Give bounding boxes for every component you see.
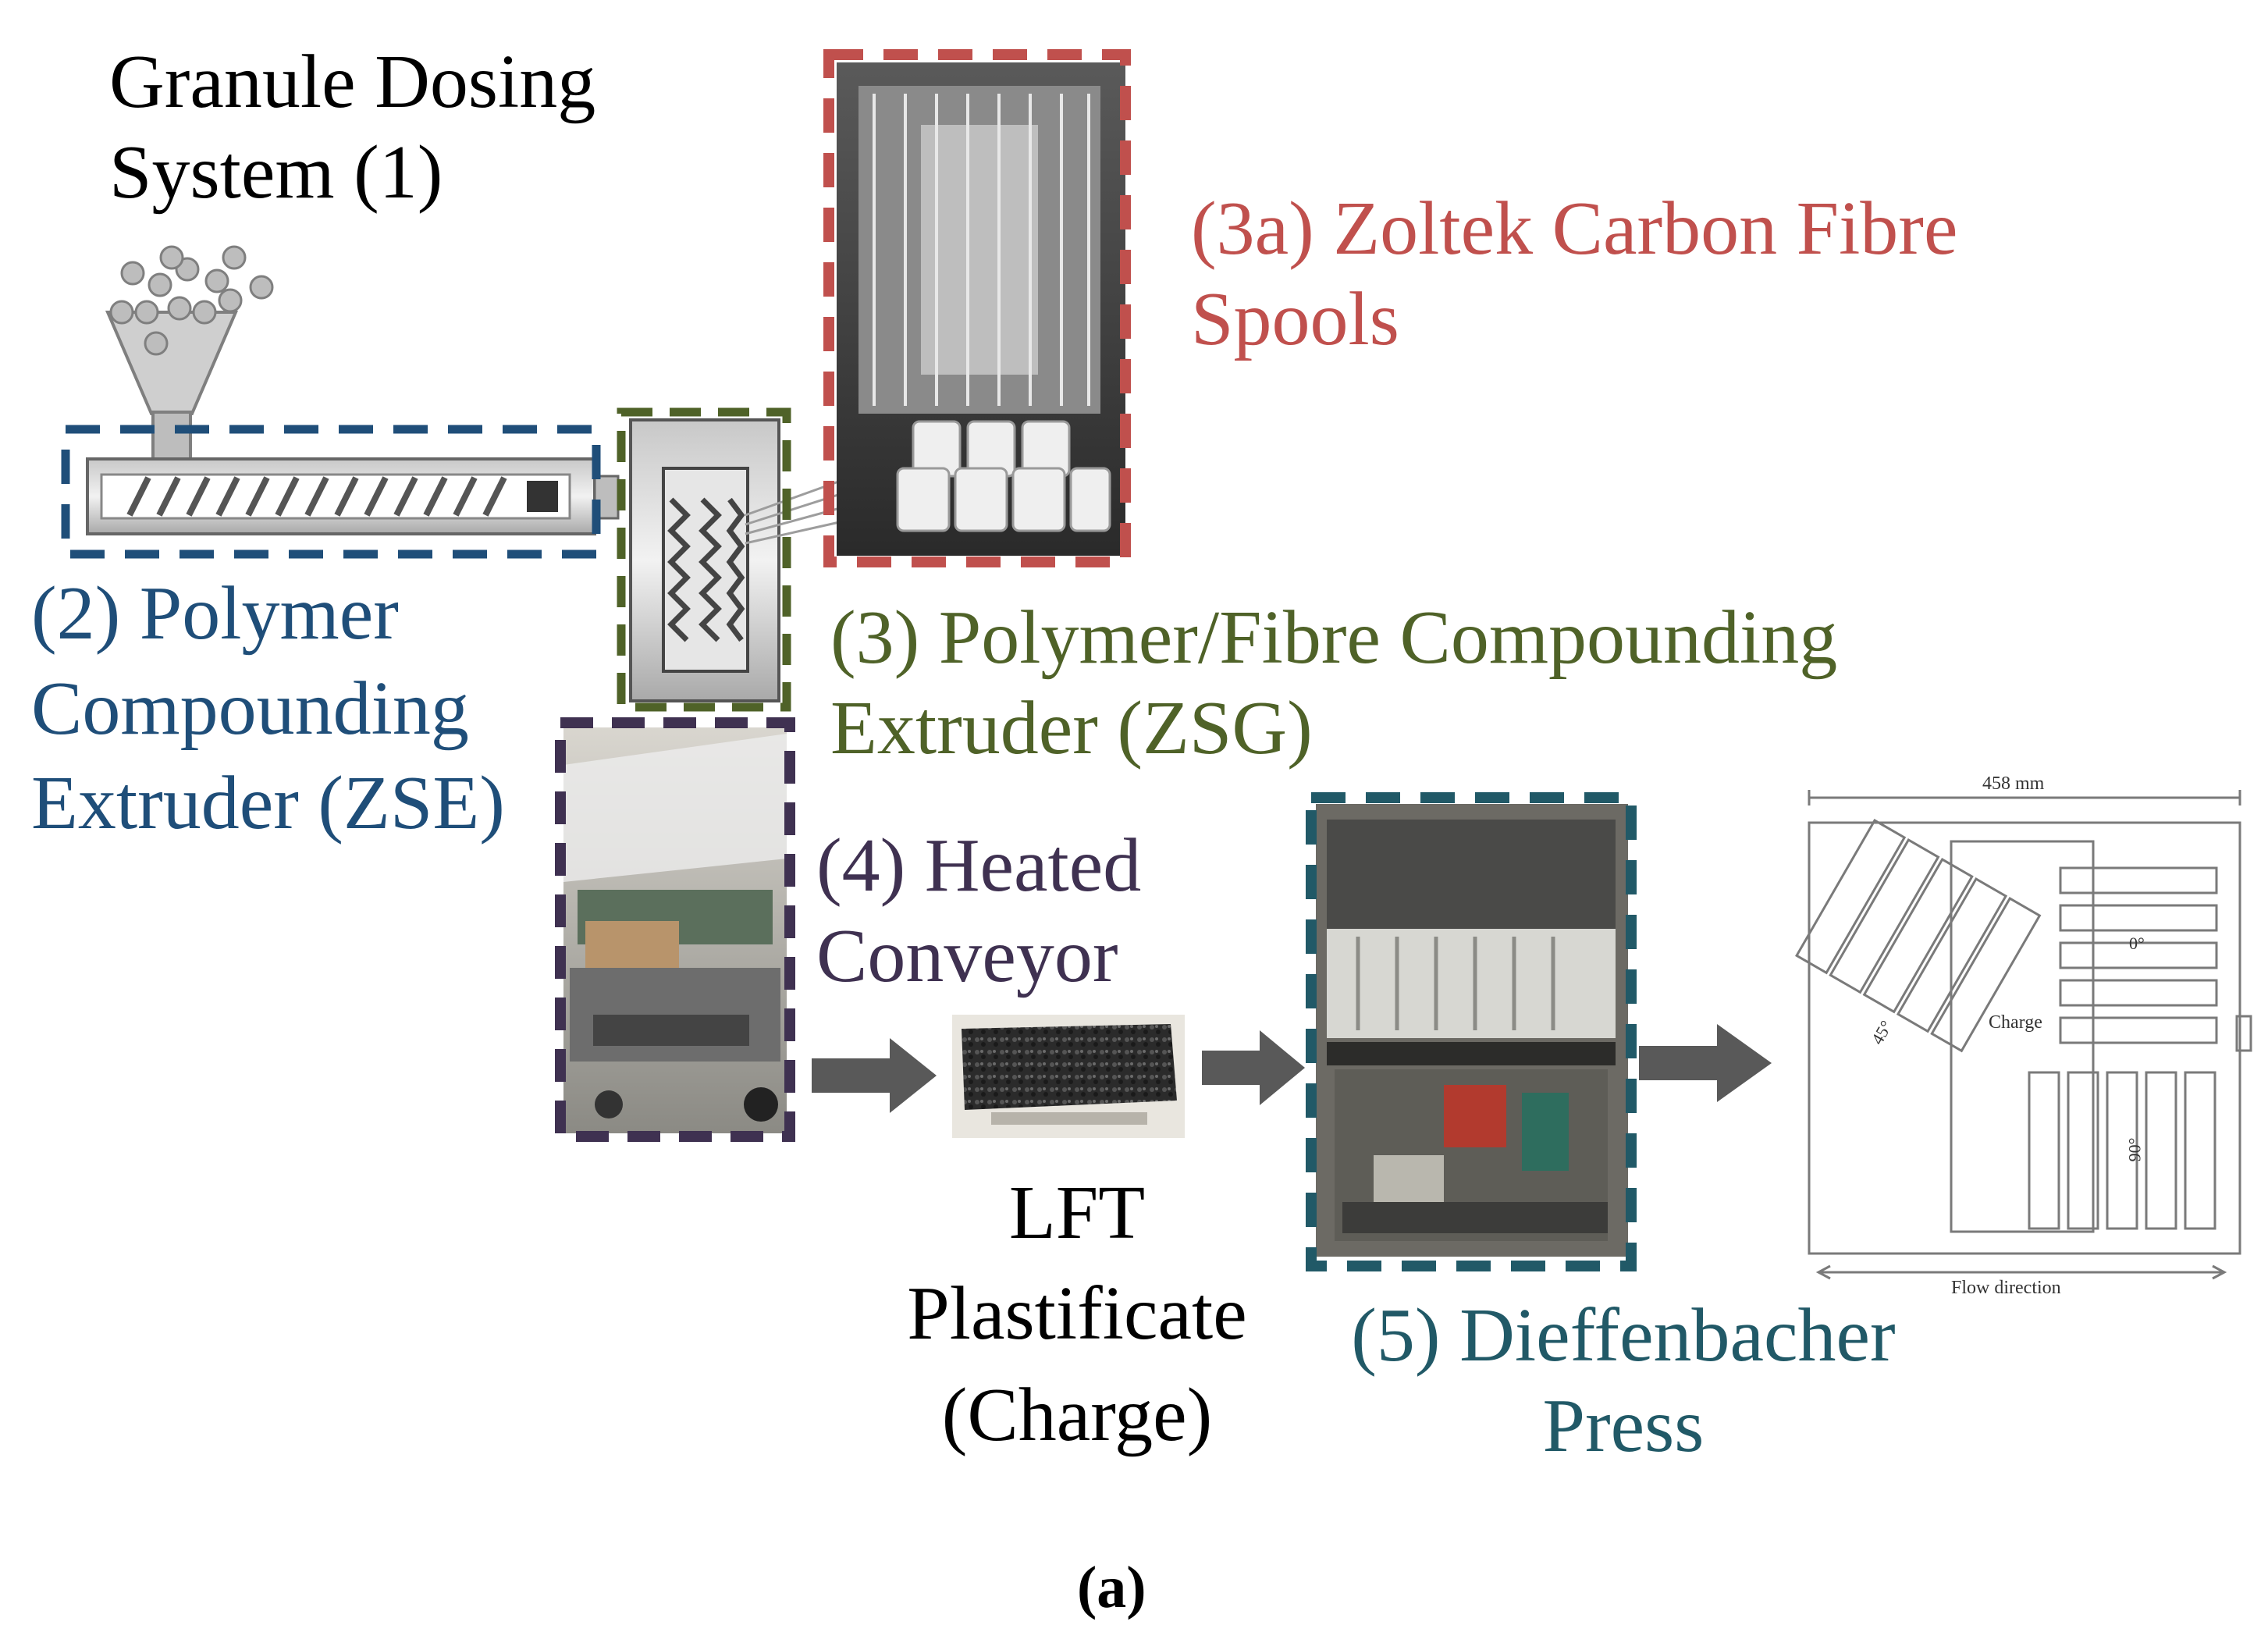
press-label-line1: (5) Dieffenbacher <box>1351 1293 1896 1378</box>
plate-width-label: 458 mm <box>1982 773 2045 794</box>
spools-label-line1: (3a) Zoltek Carbon Fibre <box>1191 187 1958 271</box>
compounding-label-line2: Extruder (ZSG) <box>830 685 1313 770</box>
conveyor-label: (4) Heated Conveyor <box>816 821 1141 1001</box>
conveyor-label-line2: Conveyor <box>816 913 1118 998</box>
figure-label: (a) <box>1077 1555 1146 1620</box>
conveyor-photo <box>563 727 787 1133</box>
press-label-line2: Press <box>1542 1383 1705 1468</box>
spools-label-line2: Spools <box>1191 276 1399 361</box>
polymer-extruder-label-line2: Compounding <box>31 666 469 751</box>
plate-zero-label: 0° <box>2129 934 2145 953</box>
conveyor-label-line1: (4) Heated <box>816 823 1142 908</box>
polymer-extruder-barrel <box>86 457 620 535</box>
arrow-to-press <box>1202 1030 1305 1105</box>
plate-charge-label: Charge <box>1989 1012 2042 1033</box>
dosing-label: Granule Dosing System (1) <box>109 37 595 218</box>
plate-ninety-label: 90° <box>2124 1137 2145 1162</box>
dosing-label-line1: Granule Dosing <box>109 40 596 124</box>
charge-label: LFT Plastificate (Charge) <box>890 1163 1264 1466</box>
charge-label-line2: Plastificate <box>907 1271 1247 1357</box>
press-photo <box>1316 804 1628 1257</box>
spools-frame <box>823 49 1131 567</box>
spools-label: (3a) Zoltek Carbon Fibre Spools <box>1191 184 1957 365</box>
charge-label-line3: (Charge) <box>941 1372 1213 1457</box>
charge-label-line1: LFT <box>1008 1171 1146 1255</box>
polymer-extruder-label-line1: (2) Polymer <box>31 571 399 656</box>
compounding-label: (3) Polymer/Fibre Compounding Extruder (… <box>830 593 1837 773</box>
spools-photo <box>837 62 1125 556</box>
plate-drawing <box>1795 790 2252 1280</box>
compounding-extruder <box>629 418 844 702</box>
compounding-extruder-frame <box>617 407 791 712</box>
press-label: (5) Dieffenbacher Press <box>1296 1291 1951 1471</box>
polymer-extruder-label: (2) Polymer Compounding Extruder (ZSE) <box>31 567 505 852</box>
charge-photo <box>952 1015 1185 1138</box>
conveyor-frame <box>555 717 795 1142</box>
polymer-extruder-label-line3: Extruder (ZSE) <box>31 761 505 846</box>
press-frame <box>1306 792 1637 1271</box>
plate-flow-label: Flow direction <box>1951 1278 2061 1298</box>
hopper-icon <box>105 245 274 484</box>
arrow-to-plate <box>1639 1024 1772 1102</box>
arrow-to-charge <box>812 1038 937 1113</box>
compounding-label-line1: (3) Polymer/Fibre Compounding <box>830 596 1838 680</box>
dosing-label-line2: System (1) <box>109 130 443 215</box>
